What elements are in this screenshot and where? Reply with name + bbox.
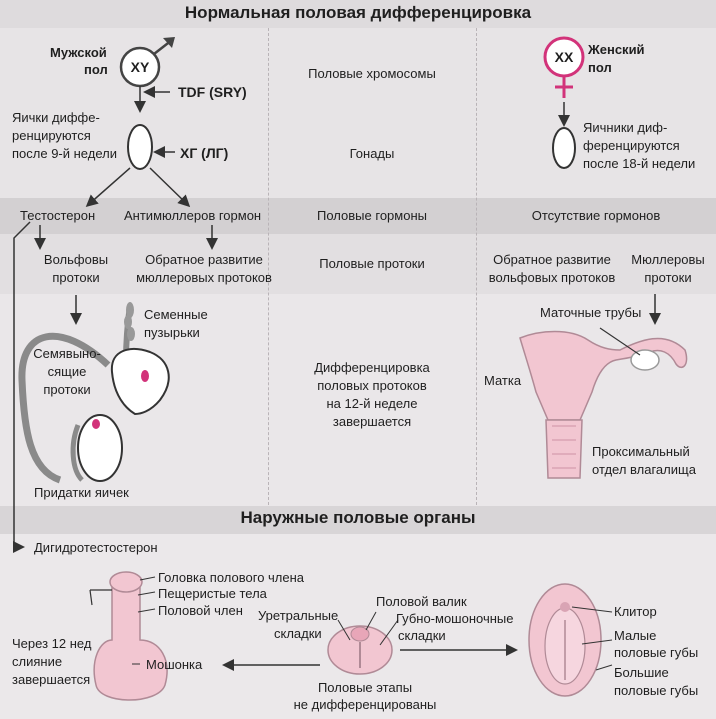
ovaries-note: Яичники диф- [583, 120, 668, 135]
sex-chromosomes-label: Половые хромосомы [308, 66, 436, 81]
vesicles-label-2: пузырьки [144, 325, 200, 340]
duct-differentiation-label-4: завершается [332, 414, 412, 429]
amh-label: Антимюллеров гормон [124, 208, 262, 223]
glans-label: Головка полового члена [158, 570, 305, 585]
male-chromosomes: XY [130, 59, 150, 75]
clitoris-label: Клитор [614, 604, 657, 619]
sex-hormones-label: Половые гормоны [317, 208, 427, 223]
gonads-label: Гонады [349, 146, 395, 161]
chromosome-band [0, 28, 716, 198]
external-title-band [0, 506, 716, 534]
ovary-gonad [552, 127, 576, 169]
wolffian-regress-label: Обратное развитие [493, 252, 611, 267]
male-label: Мужской [50, 45, 107, 60]
testes-note: Яички диффе- [12, 110, 100, 125]
mullerian-ducts-label-2: протоки [644, 270, 692, 285]
mullerian-regress-label: Обратное развитие [145, 252, 263, 267]
testosterone-label: Тестостерон [20, 208, 96, 223]
female-label-2: пол [588, 60, 612, 75]
female-label: Женский [588, 42, 645, 57]
page-title: Нормальная половая дифференцировка [184, 3, 532, 22]
ovaries-note-3: после 18-й недели [583, 156, 696, 171]
vagina-label-2: отдел влагалища [592, 462, 696, 477]
undifferentiated-label: Половые этапы [317, 680, 413, 695]
labia-majora-label-2: половые губы [614, 683, 699, 698]
labioscrotal-folds-label-2: складки [398, 628, 446, 643]
hcg-label: ХГ (ЛГ) [180, 145, 229, 161]
column-divider-left [268, 28, 269, 505]
fusion-note: Через 12 нед [12, 636, 92, 651]
vagina-label: Проксимальный [592, 444, 690, 459]
labia-majora-label: Большие [614, 665, 669, 680]
labia-minora-label: Малые [614, 628, 657, 643]
genital-ducts-label: Половые протоки [319, 256, 425, 271]
urethral-folds-label-2: складки [274, 626, 322, 641]
wolffian-ducts-label: Вольфовы [43, 252, 109, 267]
column-divider-right [476, 28, 477, 505]
fusion-note-3: завершается [12, 672, 91, 687]
mullerian-regress-label-2: мюллеровых протоков [136, 270, 272, 285]
fusion-note-2: слияние [12, 654, 63, 669]
no-hormones-label: Отсутствие гормонов [531, 208, 661, 223]
epididymis-label: Придатки яичек [34, 485, 129, 500]
penis-label: Половой член [158, 603, 243, 618]
female-symbol-icon [543, 36, 585, 98]
female-chromosomes: XX [554, 49, 574, 65]
fallopian-tubes-label: Маточные трубы [540, 305, 642, 320]
testis-gonad [127, 124, 153, 170]
scrotum-label: Мошонка [146, 657, 203, 672]
duct-differentiation-label: Дифференцировка [314, 360, 430, 375]
female-external-organs [528, 583, 613, 697]
vas-deferens-label: Семявыно- [33, 346, 101, 361]
tdf-label: TDF (SRY) [178, 84, 247, 100]
duct-differentiation-label-2: половых протоков [317, 378, 427, 393]
duct-differentiation-label-3: на 12-й неделе [326, 396, 418, 411]
external-title: Наружные половые органы [240, 508, 476, 527]
labioscrotal-folds-label: Губно-мошоночные [396, 611, 514, 626]
ducts-band [0, 234, 716, 294]
vas-deferens-label-2: сящие [47, 364, 87, 379]
male-external-organs [89, 571, 168, 701]
hormone-band [0, 198, 716, 234]
genital-tubercle-label: Половой валик [376, 594, 467, 609]
wolffian-ducts-label-2: протоки [52, 270, 100, 285]
undifferentiated-label-2: не дифференцированы [293, 697, 437, 712]
vesicles-label: Семенные [144, 307, 208, 322]
title-band [0, 0, 716, 28]
uterus-label: Матка [484, 373, 522, 388]
male-internal-organs [18, 302, 170, 484]
organs-band [0, 294, 716, 506]
dht-label: Дигидротестостерон [34, 540, 158, 555]
urethral-folds-label: Уретральные [258, 608, 339, 623]
undifferentiated-genitalia [222, 611, 518, 675]
mullerian-ducts-label: Мюллеровы [631, 252, 705, 267]
female-internal-organs [519, 294, 688, 479]
wolffian-regress-label-2: вольфовых протоков [488, 270, 616, 285]
cavernous-label: Пещеристые тела [158, 586, 267, 601]
ovaries-note-2: ференцируются [583, 138, 680, 153]
testes-note-2: ренцируются [12, 128, 91, 143]
labia-minora-label-2: половые губы [614, 645, 699, 660]
vas-deferens-label-3: протоки [43, 382, 91, 397]
male-label-2: пол [84, 62, 108, 77]
testes-note-3: после 9-й недели [12, 146, 117, 161]
